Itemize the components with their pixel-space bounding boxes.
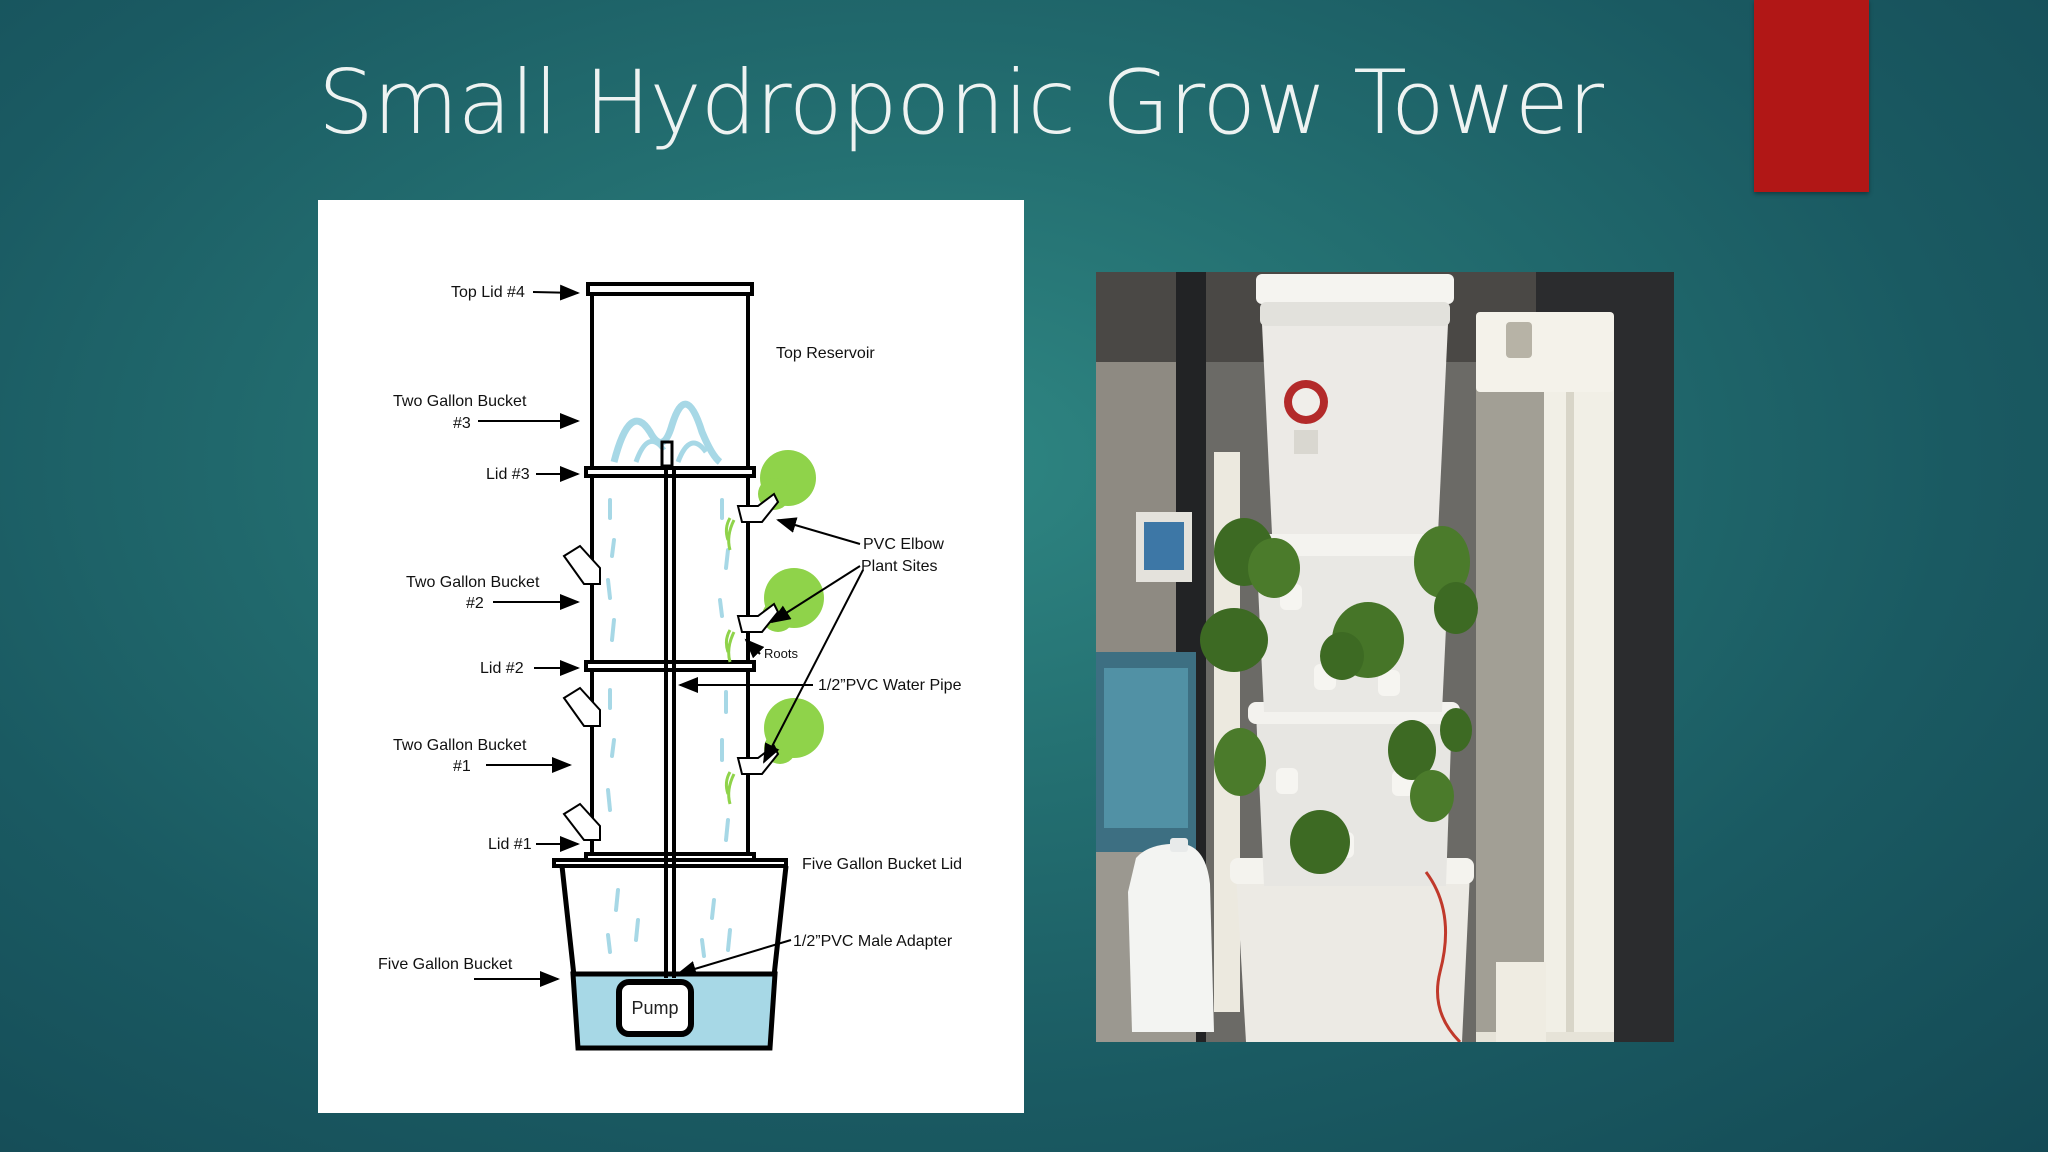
- leafy-plants: [1200, 518, 1478, 874]
- plant-sites-right: [724, 450, 824, 805]
- milk-jug: [1128, 843, 1214, 1032]
- label-bucket1-line1: Two Gallon Bucket: [393, 737, 527, 754]
- label-five-gallon-lid: Five Gallon Bucket Lid: [802, 856, 962, 873]
- top-lid-shape: [586, 282, 754, 296]
- label-arrows: [474, 284, 864, 987]
- lid3-shape: [584, 466, 756, 478]
- label-lid1: Lid #1: [488, 836, 532, 853]
- lid2-shape: [584, 660, 756, 672]
- label-roots: Roots: [764, 646, 798, 661]
- label-bucket3-line2: #3: [453, 415, 471, 432]
- label-top-reservoir: Top Reservoir: [776, 345, 875, 362]
- tower-diagram-drawing: Pump T: [378, 282, 962, 1051]
- label-water-pipe: 1/2”PVC Water Pipe: [818, 677, 962, 694]
- label-bucket3-line1: Two Gallon Bucket: [393, 393, 527, 410]
- water-drips: [606, 498, 732, 958]
- label-bucket2-line2: #2: [466, 595, 484, 612]
- label-male-adapter: 1/2”PVC Male Adapter: [793, 933, 953, 950]
- pump-label: Pump: [631, 998, 678, 1018]
- label-five-gallon-bucket: Five Gallon Bucket: [378, 956, 513, 973]
- label-lid2: Lid #2: [480, 660, 524, 677]
- pump-shape: [616, 979, 694, 1037]
- water-splash: [610, 400, 723, 465]
- label-bucket1-line2: #1: [453, 758, 471, 775]
- label-bucket2-line1: Two Gallon Bucket: [406, 574, 540, 591]
- bucket-stack: [1230, 274, 1474, 1042]
- label-lid3: Lid #3: [486, 466, 530, 483]
- left-elbow-sites: [562, 544, 601, 841]
- tower-photo: [1096, 272, 1674, 1042]
- label-pvc-elbow-line2: Plant Sites: [861, 558, 937, 575]
- pvc-post: [1544, 352, 1614, 1042]
- label-pvc-elbow-line1: PVC Elbow: [863, 536, 944, 553]
- five-gallon-lid-shape: [552, 858, 788, 868]
- tower-diagram: Pump T: [318, 200, 1024, 1113]
- label-top-lid: Top Lid #4: [451, 284, 525, 301]
- tower-photo-drawing: [1096, 272, 1674, 1042]
- slide-title: Small Hydroponic Grow Tower: [318, 51, 1604, 154]
- accent-bar: [1754, 0, 1869, 192]
